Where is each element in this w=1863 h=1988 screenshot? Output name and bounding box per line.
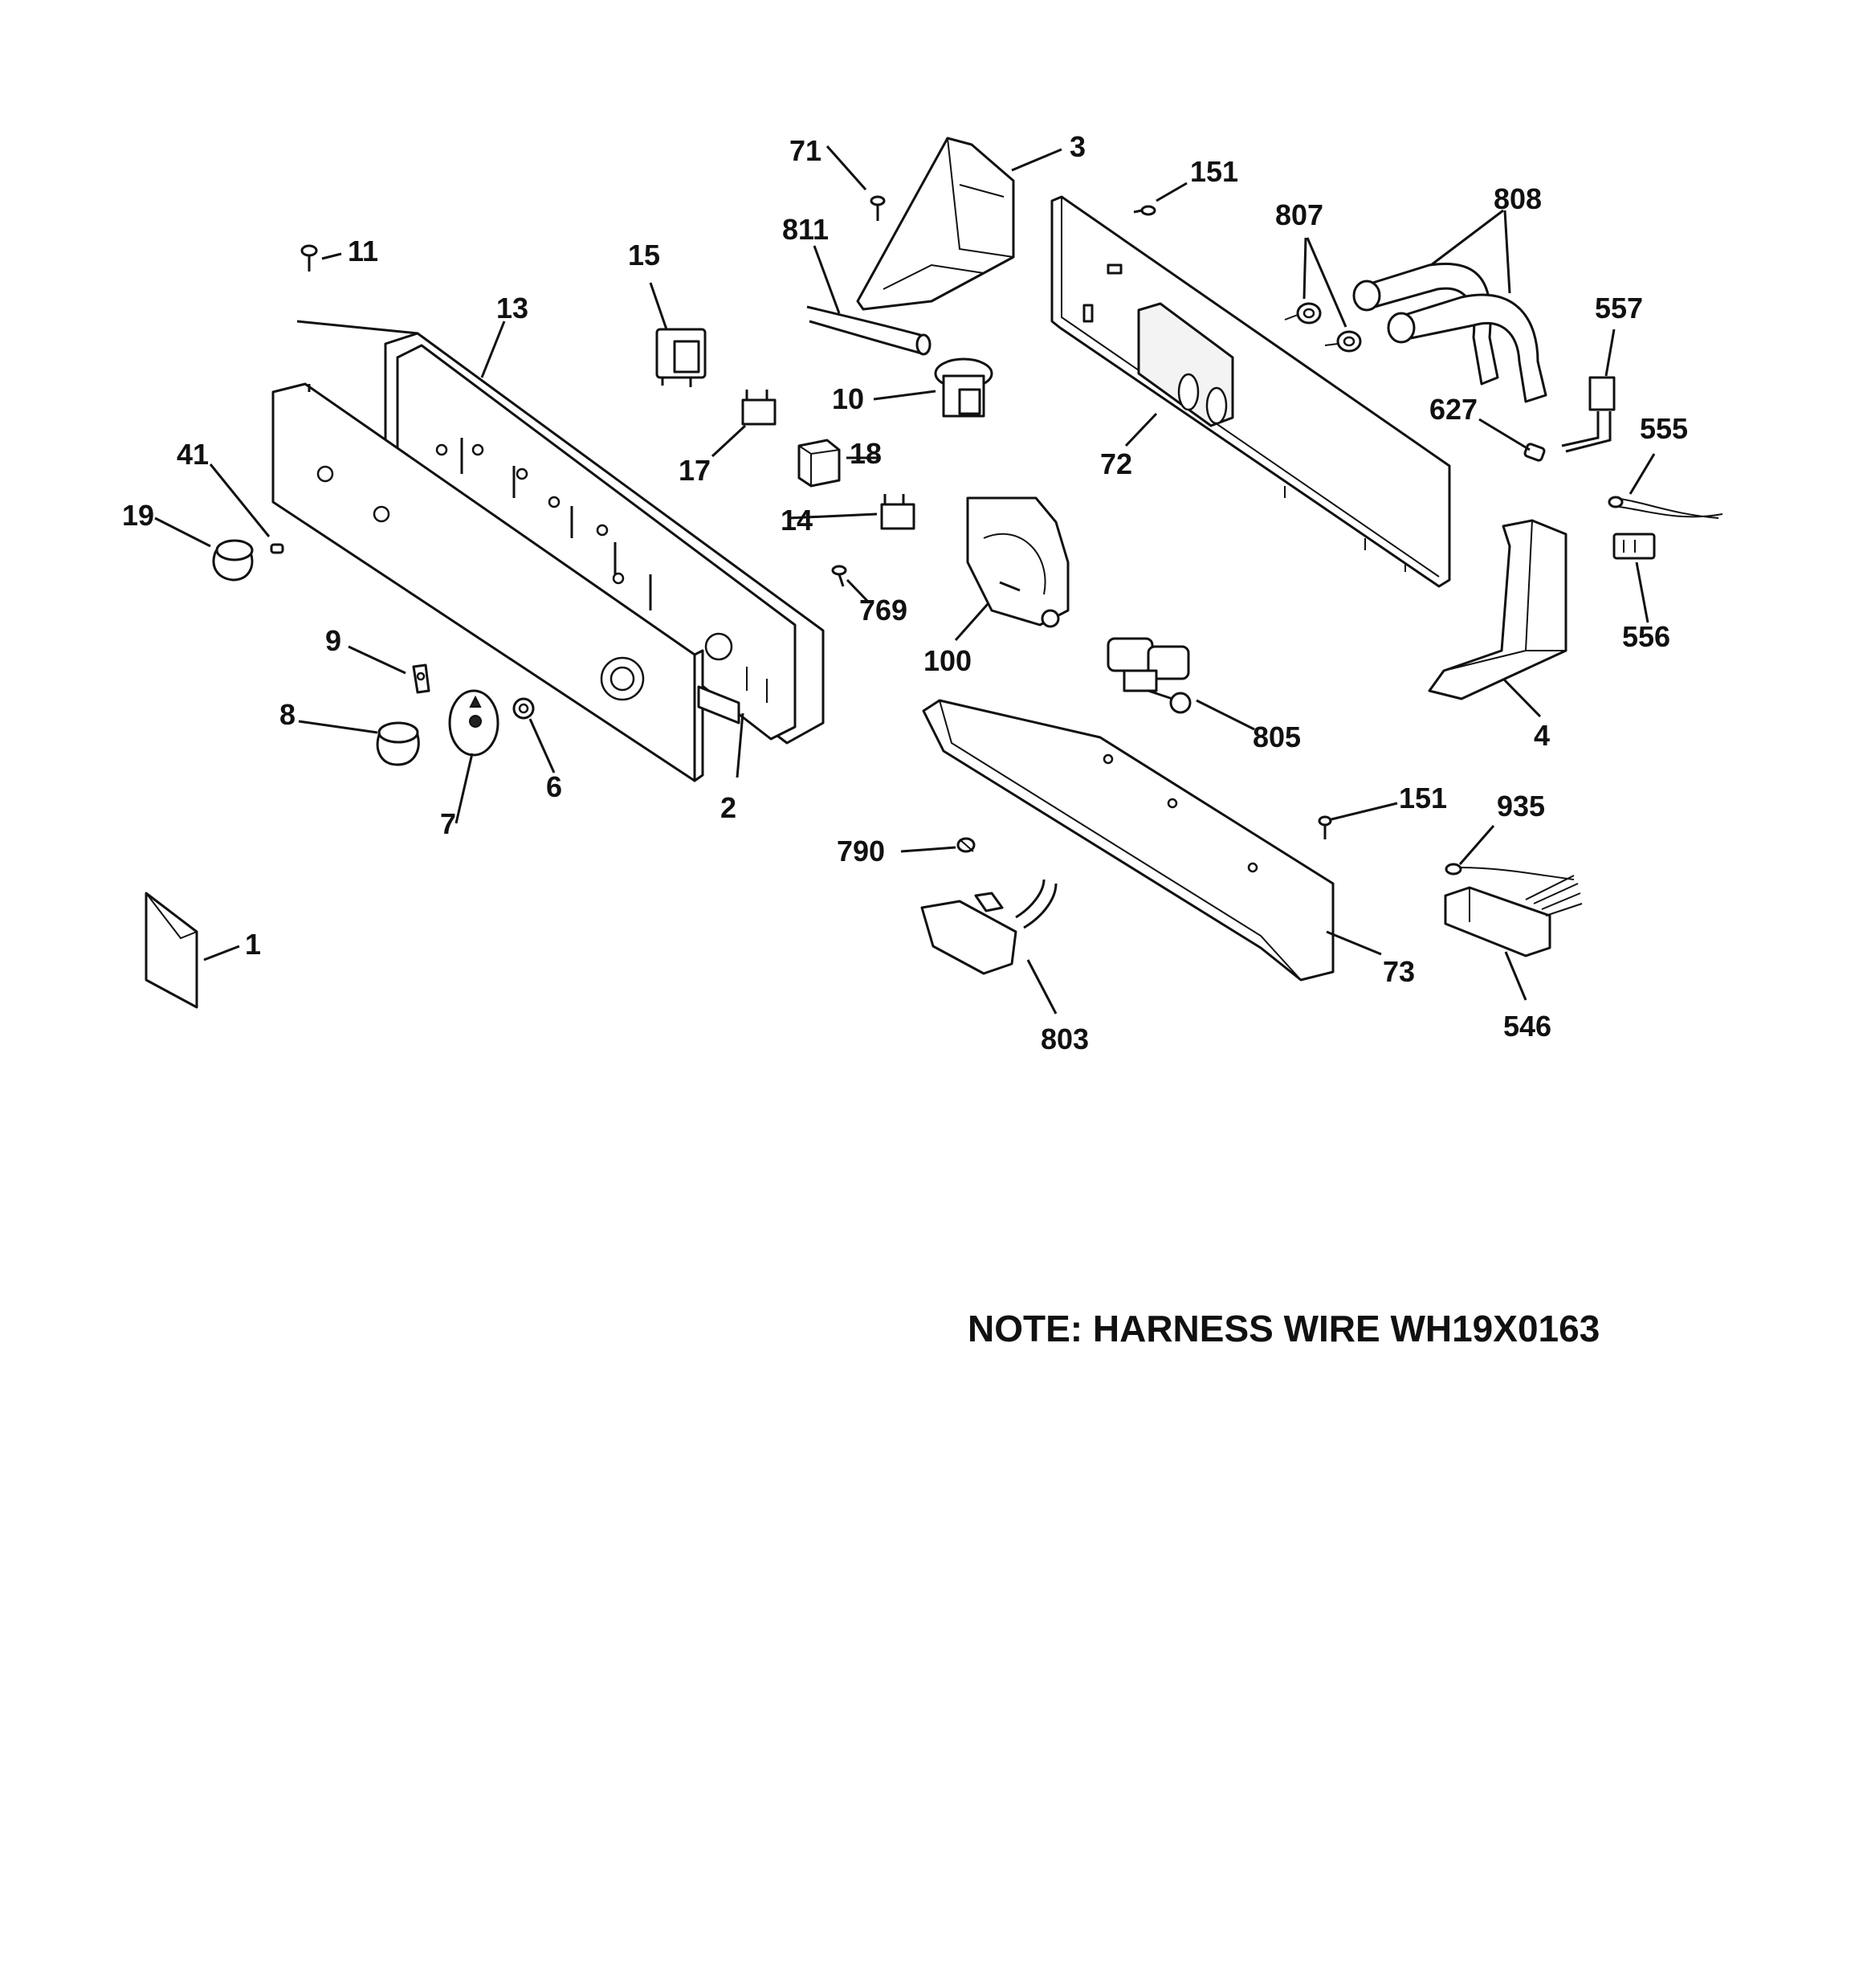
part-546-harness	[1444, 875, 1583, 957]
callout-803: 803	[1041, 1023, 1089, 1055]
part-151-screw-bottom	[1318, 815, 1332, 839]
callout-18: 18	[850, 437, 882, 470]
part-8-knob	[376, 721, 420, 766]
part-1-manual	[145, 892, 198, 1009]
callout-15: 15	[628, 239, 660, 271]
part-935-wire	[1445, 863, 1575, 880]
callout-41: 41	[177, 438, 209, 471]
part-3-bracket	[856, 137, 1015, 311]
callout-627: 627	[1429, 393, 1478, 426]
callout-10: 10	[832, 382, 864, 415]
callout-805: 805	[1253, 720, 1301, 753]
part-6-nut	[512, 697, 535, 720]
part-807-washers	[1284, 302, 1362, 353]
callout-6: 6	[546, 770, 562, 803]
callout-8: 8	[279, 698, 296, 731]
callout-17: 17	[679, 454, 711, 487]
callout-4: 4	[1534, 719, 1550, 752]
callout-556: 556	[1622, 620, 1670, 653]
part-803-dispenser	[920, 879, 1058, 975]
part-17-switch	[741, 390, 777, 426]
part-7-dial	[448, 689, 499, 757]
callout-935: 935	[1497, 790, 1545, 823]
harness-note: NOTE: HARNESS WIRE WH19X0163	[968, 1308, 1600, 1349]
part-557-sensor	[1561, 376, 1616, 453]
callout-71: 71	[789, 134, 821, 167]
part-811-hose	[806, 305, 932, 356]
callout-807: 807	[1275, 198, 1323, 231]
callout-546: 546	[1503, 1010, 1551, 1043]
part-13-rear-cover	[296, 320, 825, 745]
callout-555: 555	[1640, 412, 1688, 445]
callout-3: 3	[1070, 130, 1086, 163]
part-11-screw	[300, 244, 318, 271]
part-18-relay	[797, 439, 841, 488]
part-9-clip	[412, 663, 430, 694]
callout-73: 73	[1383, 955, 1415, 988]
part-4-bracket	[1428, 519, 1567, 700]
callout-1: 1	[245, 928, 261, 961]
part-15-switch	[655, 328, 707, 387]
part-72-rear-panel	[1050, 195, 1451, 588]
part-41-spring	[270, 543, 284, 554]
callout-72: 72	[1100, 447, 1132, 480]
part-627-plug	[1523, 443, 1546, 462]
callout-769: 769	[859, 594, 907, 627]
part-790-clamp	[956, 837, 976, 853]
part-555-wire	[1608, 496, 1723, 519]
part-2-control-panel	[271, 382, 740, 782]
part-71-screw	[870, 195, 886, 221]
callout-14: 14	[781, 504, 813, 537]
callout-790: 790	[837, 835, 885, 867]
callout-7: 7	[440, 807, 456, 840]
callout-19: 19	[122, 499, 154, 532]
part-19-knob	[212, 539, 254, 582]
callout-13: 13	[496, 292, 528, 325]
part-151-screw-top	[1133, 205, 1156, 216]
callout-2: 2	[720, 791, 736, 824]
callout-557: 557	[1595, 292, 1643, 325]
part-73-base-bracket	[922, 699, 1335, 982]
part-10-pressure-switch	[934, 357, 993, 418]
callout-151-bottom: 151	[1399, 782, 1447, 814]
callout-labels: 71 3 151 807 808 11 811 15 13 557 555 62…	[122, 130, 1688, 1349]
part-805-valve	[1107, 637, 1192, 714]
callout-9: 9	[325, 624, 341, 657]
callout-811: 811	[782, 213, 829, 246]
part-100-timer	[966, 496, 1070, 628]
callout-100: 100	[923, 644, 972, 677]
callout-808: 808	[1494, 182, 1542, 215]
part-14-switch	[880, 494, 915, 530]
callout-151-top: 151	[1190, 155, 1238, 188]
leader-lines	[154, 145, 1656, 1014]
part-769-screw	[831, 565, 847, 587]
part-808-hoses	[1352, 263, 1547, 403]
callout-11: 11	[348, 235, 378, 267]
part-556-connector	[1612, 533, 1656, 560]
